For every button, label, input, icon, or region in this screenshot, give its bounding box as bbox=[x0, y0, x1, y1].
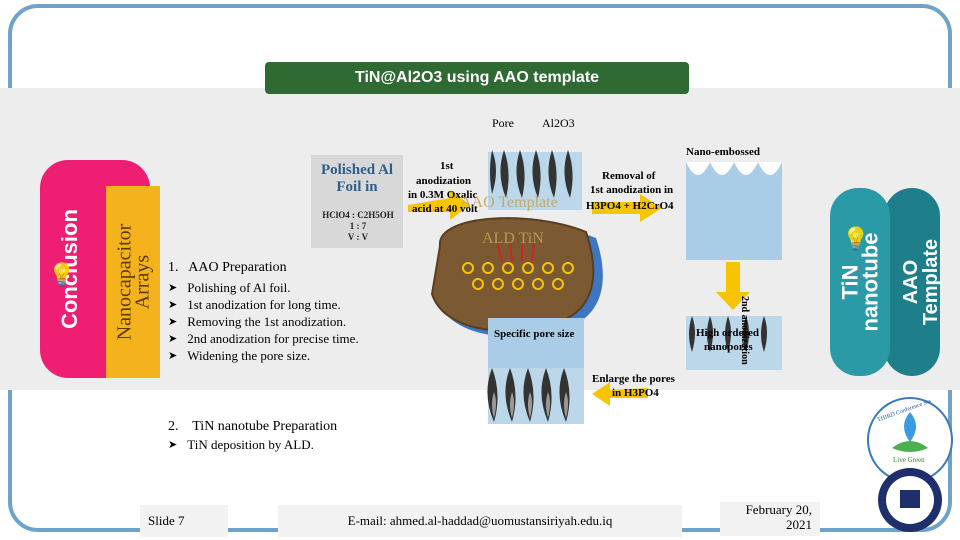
foil-ratio: HClO4 : C2H5OH 1 : 7 V : V bbox=[322, 210, 394, 242]
specific-pore-panel bbox=[488, 318, 584, 370]
enlarged-pores-structure bbox=[487, 368, 584, 424]
label-removal-3: H3PO4 + H2CrO4 bbox=[586, 200, 674, 212]
list-item: ➤2nd anodization for precise time. bbox=[168, 331, 359, 346]
polished-foil-box bbox=[311, 155, 403, 248]
watermark-aao-template: AAO Template bbox=[460, 194, 558, 211]
arrow-bullet-icon: ➤ bbox=[168, 349, 178, 362]
section1-bullet-list: ➤Polishing of Al foil. ➤1st anodization … bbox=[168, 279, 359, 364]
list-item: ➤Removing the 1st anodization. bbox=[168, 314, 347, 329]
label-nanopores: nanopores bbox=[704, 341, 753, 353]
lightbulb-icon: 💡 bbox=[48, 262, 76, 287]
conference-logo bbox=[867, 397, 953, 483]
list-item: ➤Widening the pore size. bbox=[168, 348, 311, 363]
footer-slide-number: Slide 7 bbox=[140, 505, 228, 537]
label-pore: Pore bbox=[492, 116, 514, 130]
section1-heading: 1. AAO Preparation bbox=[168, 260, 287, 275]
label-anodization: anodization bbox=[416, 175, 472, 187]
label-40-volt: acid at 40 volt bbox=[412, 203, 478, 215]
label-high-ordered: High ordered bbox=[696, 327, 760, 339]
label-removal: Removal of bbox=[602, 170, 656, 182]
section2-bullet-list: ➤TiN deposition by ALD. bbox=[168, 436, 314, 453]
label-al2o3: Al2O3 bbox=[542, 116, 575, 130]
high-ordered-panel bbox=[686, 316, 782, 370]
tin-coated-blob bbox=[430, 217, 603, 337]
label-nano-embossed: Nano-embossed bbox=[686, 146, 760, 158]
label-oxalic: in 0.3M Oxalic bbox=[408, 189, 478, 201]
process-arrows bbox=[408, 190, 750, 406]
university-logo bbox=[878, 468, 942, 532]
slide-title: TiN@Al2O3 using AAO template bbox=[265, 62, 689, 94]
aao-top-structure bbox=[488, 150, 582, 210]
arrow-bullet-icon: ➤ bbox=[168, 438, 178, 451]
list-item: ➤1st anodization for long time. bbox=[168, 297, 341, 312]
section2-heading: 2. TiN nanotube Preparation bbox=[168, 419, 338, 434]
label-specific-pore: Specific pore size bbox=[494, 328, 575, 340]
arrow-bullet-icon: ➤ bbox=[168, 332, 178, 345]
watermark-ald-tin: ALD TiN bbox=[482, 230, 544, 247]
label-enlarge: Enlarge the pores bbox=[592, 373, 675, 385]
arrow-bullet-icon: ➤ bbox=[168, 315, 178, 328]
label-first-anod: 1st bbox=[440, 160, 454, 172]
arrow-bullet-icon: ➤ bbox=[168, 281, 178, 294]
foil-title: Polished Al Foil in bbox=[320, 162, 394, 195]
arrow-bullet-icon: ➤ bbox=[168, 298, 178, 311]
list-item: ➤TiN deposition by ALD. bbox=[168, 437, 314, 452]
footer-date: February 20, 2021 bbox=[720, 502, 820, 536]
lightbulb-icon-right: 💡 bbox=[842, 226, 870, 251]
label-h3po4: in H3PO4 bbox=[612, 387, 659, 399]
footer-email[interactable]: E-mail: ahmed.al-haddad@uomustansiriyah.… bbox=[278, 505, 682, 537]
list-item: ➤Polishing of Al foil. bbox=[168, 280, 291, 295]
live-green-text: Live Green bbox=[893, 456, 925, 464]
nano-embossed-block bbox=[686, 162, 782, 260]
label-removal-2: 1st anodization in bbox=[590, 184, 674, 196]
